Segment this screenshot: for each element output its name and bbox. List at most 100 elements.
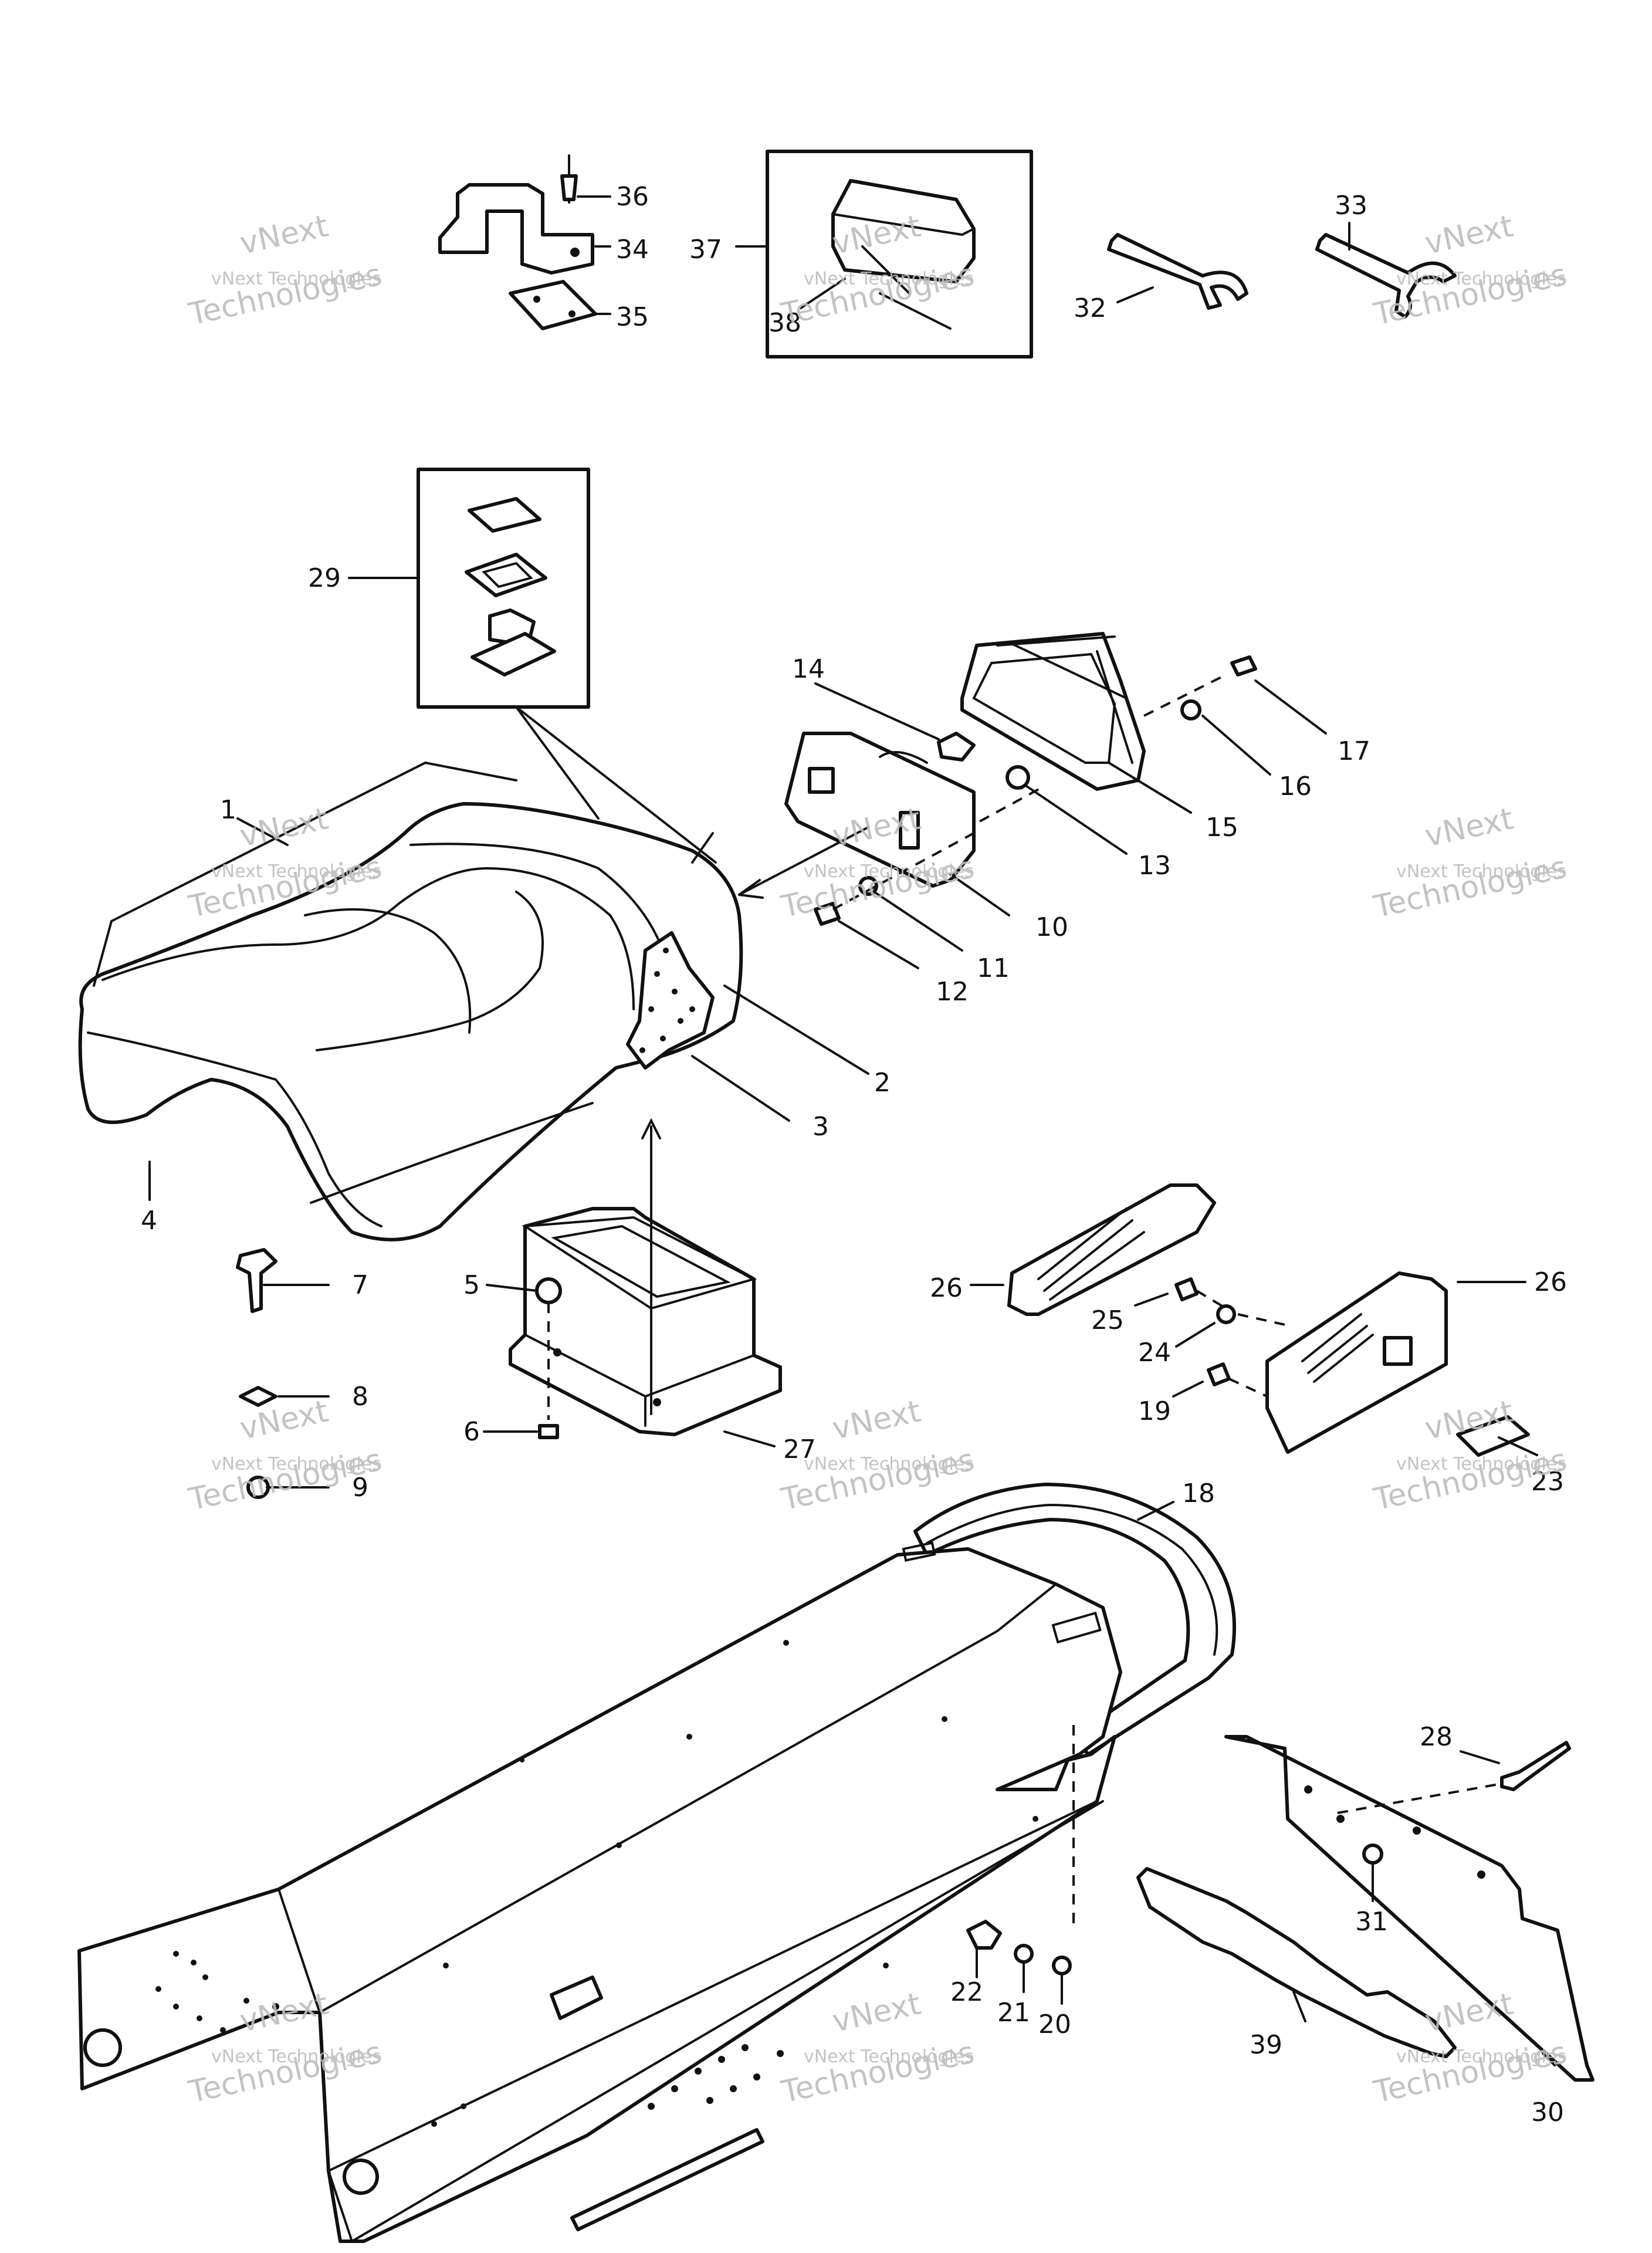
callout-2: 2 — [874, 1068, 891, 1098]
svg-text:vNext: vNext — [1422, 209, 1516, 262]
nut-8-icon — [239, 1386, 277, 1407]
seat-1-icon — [78, 802, 743, 1241]
watermark: vNext vNext Technologies Technologies — [1370, 1394, 1570, 1518]
svg-text:vNext Technologies: vNext Technologies — [211, 1454, 381, 1474]
svg-text:vNext: vNext — [830, 1394, 924, 1447]
callout-36: 36 — [616, 182, 649, 212]
callout-labels: 1 2 3 4 5 6 7 8 9 10 11 12 13 14 15 16 1… — [141, 182, 1567, 2127]
callout-18: 18 — [1182, 1479, 1215, 1508]
bracket-34-icon — [438, 183, 594, 275]
callout-4: 4 — [141, 1206, 157, 1236]
svg-text:vNext Technologies: vNext Technologies — [211, 269, 381, 289]
cover-26-left-icon — [1007, 1183, 1216, 1316]
svg-text:vNext Technologies: vNext Technologies — [1396, 2046, 1566, 2067]
callout-39: 39 — [1250, 2030, 1282, 2060]
plate-3-icon — [626, 931, 715, 1070]
washer-21-icon — [1014, 1944, 1034, 1964]
callout-16: 16 — [1279, 772, 1312, 801]
seat-group — [78, 761, 743, 1241]
plate-icon — [465, 553, 547, 597]
bumper-18-icon — [913, 1483, 1236, 1756]
gasket-23-icon — [1456, 1415, 1530, 1457]
bolt-7-icon — [236, 1248, 277, 1313]
svg-text:vNext: vNext — [1422, 801, 1516, 854]
callout-15: 15 — [1206, 813, 1238, 843]
svg-text:vNext Technologies: vNext Technologies — [211, 2046, 381, 2067]
tail-light-lens-icon — [831, 179, 976, 283]
bulb-14-icon — [937, 732, 976, 762]
callout-6: 6 — [463, 1417, 480, 1447]
callout-9: 9 — [352, 1473, 368, 1503]
callout-34: 34 — [616, 235, 649, 265]
watermark: vNext vNext Technologies Technologies — [1370, 801, 1570, 925]
washer-16-icon — [1180, 699, 1201, 720]
box-37-frame — [766, 150, 1033, 358]
callout-30: 30 — [1531, 2098, 1564, 2127]
callout-23: 23 — [1531, 1467, 1564, 1497]
callout-19: 19 — [1138, 1396, 1171, 1426]
svg-text:vNext Technologies: vNext Technologies — [804, 269, 974, 289]
callout-7: 7 — [352, 1270, 368, 1300]
screw-25-icon — [1174, 1277, 1199, 1301]
nut-13-icon — [1006, 765, 1030, 790]
callout-22: 22 — [950, 1977, 983, 2007]
svg-text:vNext Technologies: vNext Technologies — [1396, 269, 1566, 289]
callout-14: 14 — [792, 654, 825, 684]
tunnel-reinforcement-icon — [550, 1975, 603, 2020]
box-29-group — [417, 468, 717, 864]
svg-text:vNext Technologies: vNext Technologies — [211, 861, 381, 882]
callout-3: 3 — [813, 1112, 829, 1142]
bolt-22-icon — [966, 1920, 1002, 1950]
callout-25: 25 — [1091, 1305, 1124, 1335]
flap-30-icon — [1224, 1735, 1595, 2082]
svg-text:vNext: vNext — [1422, 1987, 1516, 2039]
flap-group — [966, 1735, 1595, 2082]
callout-21: 21 — [997, 1998, 1030, 2028]
bumper-group — [913, 1483, 1236, 1756]
screw-19-icon — [1207, 1362, 1231, 1386]
washer-20-icon — [1052, 1956, 1072, 1975]
wrench-33-icon — [1315, 233, 1457, 319]
svg-text:vNext: vNext — [830, 1987, 924, 2039]
callout-5: 5 — [463, 1270, 480, 1300]
box-37-group — [766, 150, 1033, 358]
washer-24-icon — [1216, 1304, 1236, 1324]
watermark: vNext vNext Technologies Technologies — [185, 209, 385, 333]
svg-text:vNext Technologies: vNext Technologies — [1396, 1454, 1566, 1474]
screw-17-icon — [1230, 655, 1257, 676]
grommet-5-icon — [535, 1277, 562, 1304]
side-covers-group — [1007, 1183, 1530, 1457]
plate-35-icon — [509, 280, 597, 330]
cover-26-right-icon — [1265, 1271, 1448, 1454]
storage-box-group — [236, 1118, 782, 1499]
leader-lines — [148, 195, 1556, 2066]
callout-35: 35 — [616, 302, 649, 332]
callout-10: 10 — [1035, 912, 1068, 942]
callout-17: 17 — [1338, 736, 1370, 766]
callout-27: 27 — [783, 1435, 816, 1464]
callout-11: 11 — [977, 953, 1010, 983]
callout-31: 31 — [1355, 1907, 1388, 1937]
callout-33: 33 — [1335, 191, 1367, 221]
tunnel-rod-icon — [570, 2128, 764, 2231]
wrenches-group — [1107, 233, 1457, 319]
watermark: vNext vNext Technologies Technologies — [778, 1394, 977, 1518]
tunnel-frame-icon — [77, 1547, 1122, 2243]
callout-1: 1 — [220, 795, 236, 825]
wrench-32-icon — [1107, 233, 1248, 310]
callout-12: 12 — [936, 977, 969, 1007]
callout-28: 28 — [1420, 1722, 1453, 1752]
washer-11-icon — [858, 876, 878, 896]
bracket-group — [438, 154, 597, 330]
svg-text:vNext: vNext — [237, 209, 331, 262]
callout-26-right: 26 — [1534, 1267, 1567, 1297]
watermark: vNext vNext Technologies Technologies — [1370, 209, 1570, 333]
callout-24: 24 — [1138, 1338, 1171, 1368]
storage-box-27-icon — [509, 1207, 782, 1436]
watermark: vNext vNext Technologies Technologies — [778, 1987, 977, 2110]
svg-text:vNext: vNext — [237, 801, 331, 854]
tunnel-group — [77, 1541, 1122, 2243]
callout-20: 20 — [1038, 2010, 1071, 2039]
svg-text:vNext Technologies: vNext Technologies — [1396, 861, 1566, 882]
